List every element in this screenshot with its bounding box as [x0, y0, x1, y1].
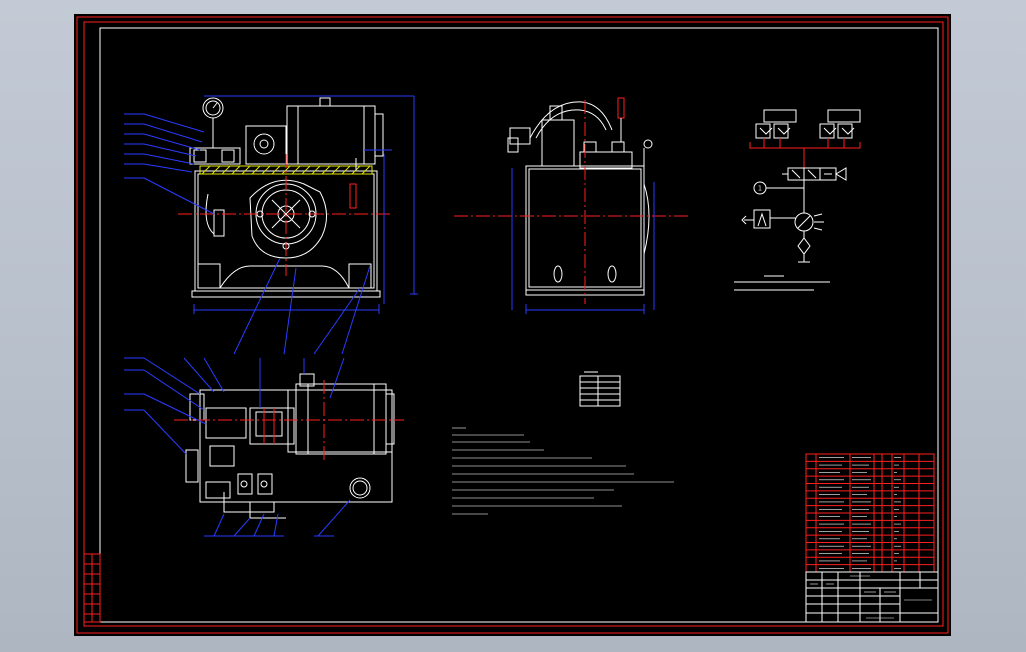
pressure-gauge-label: 1: [758, 185, 762, 193]
hydraulic-schematic[interactable]: 1: [734, 109, 861, 291]
drawing-sheet[interactable]: 1: [74, 14, 951, 636]
revision-strip: [83, 553, 101, 623]
technical-notes[interactable]: [452, 427, 674, 515]
plan-view-leaders: [124, 357, 351, 537]
parts-list[interactable]: [805, 453, 935, 573]
sheet-border: [76, 16, 949, 634]
front-view-leaders: [124, 113, 371, 355]
side-view[interactable]: [454, 97, 690, 314]
plan-view[interactable]: [124, 357, 404, 537]
title-block[interactable]: [805, 571, 939, 623]
parameter-table[interactable]: [579, 371, 621, 407]
front-view[interactable]: [124, 95, 418, 355]
cad-drawing-canvas[interactable]: 1: [74, 14, 951, 636]
